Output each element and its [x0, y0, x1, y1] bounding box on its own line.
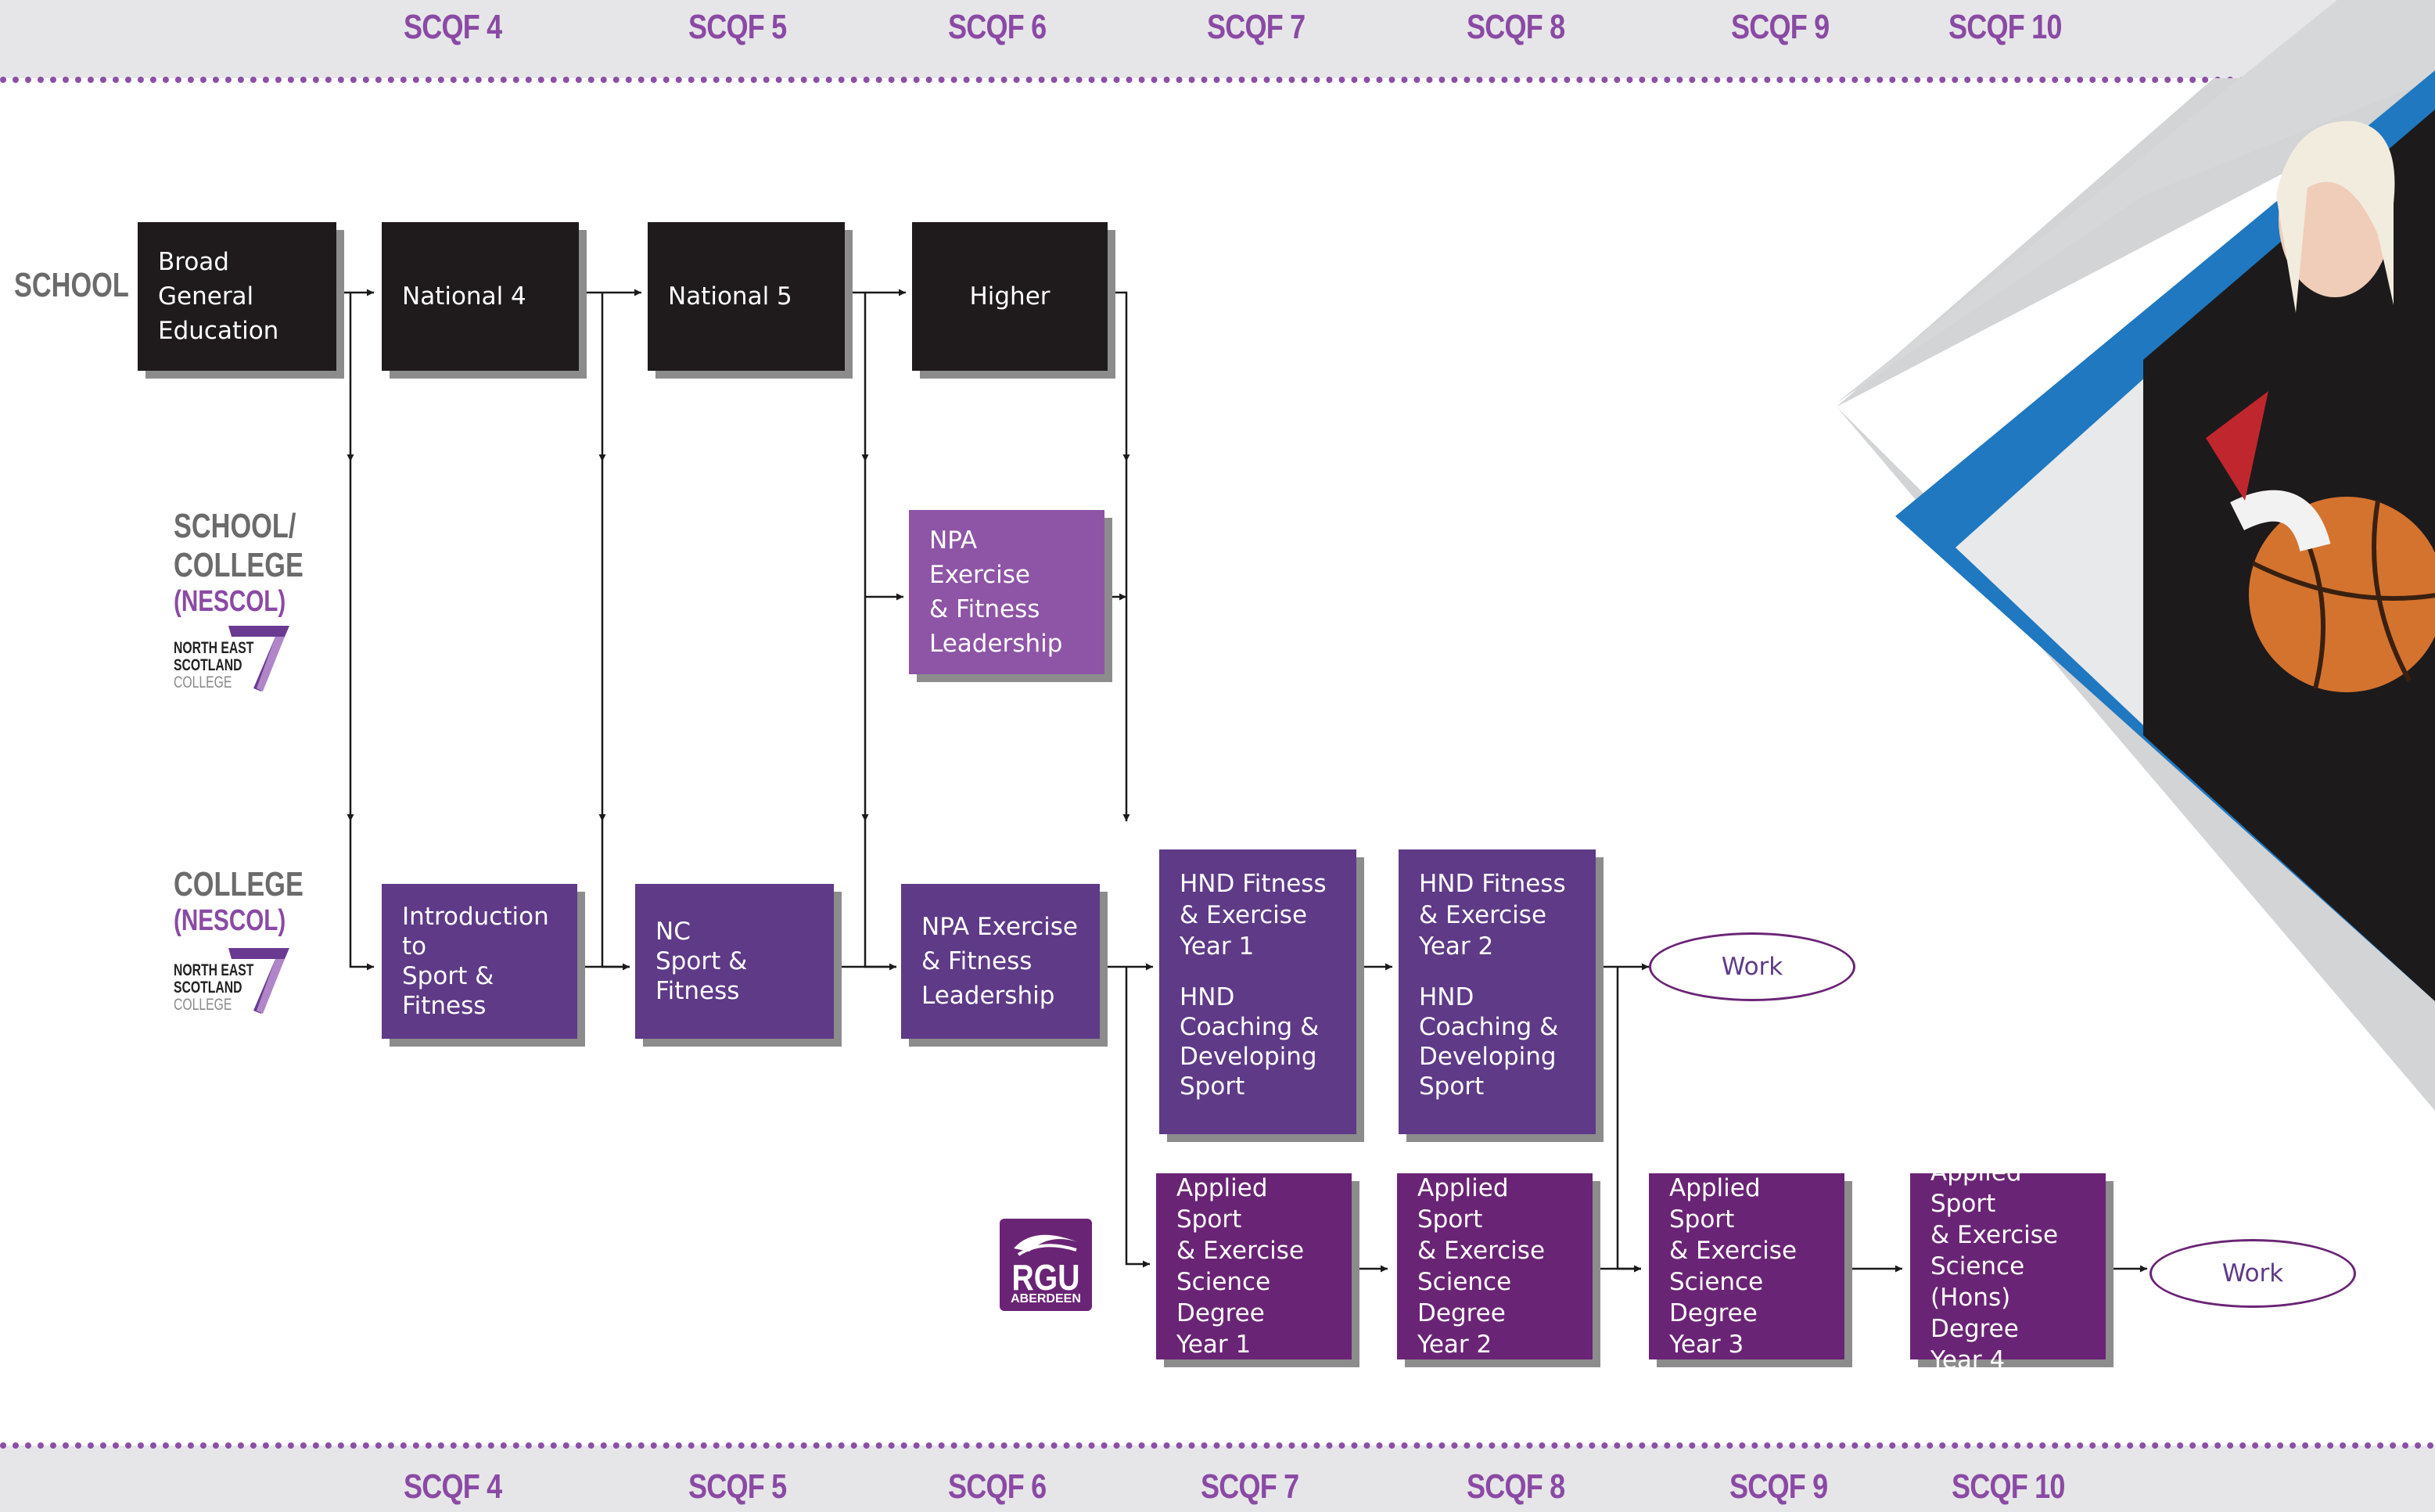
box-degree-year-2: Applied Sport & Exercise Science Degree …	[1397, 1173, 1593, 1359]
box-nc-sport-fitness: NC Sport & Fitness	[635, 884, 834, 1039]
row-label-college-line1: COLLEGE	[174, 865, 303, 903]
box-npa-exercise-fitness-college: NPA Exercise & Fitness Leadership	[901, 884, 1100, 1039]
hnd-fitness-year-2: HND Fitness & Exercise Year 2	[1419, 870, 1566, 961]
box-national-4: National 4	[382, 222, 579, 371]
box-hnd-year-1: HND Fitness & Exercise Year 1 HND Coachi…	[1159, 849, 1356, 1134]
scqf-label-top: SCQF 5	[688, 8, 787, 46]
box-npa-exercise-fitness-school: NPA Exercise & Fitness Leadership	[909, 510, 1104, 674]
scqf-label-bottom: SCQF 4	[404, 1467, 502, 1506]
scqf-header-band	[0, 0, 2435, 78]
nescol-logo-line2: SCOTLAND	[174, 979, 242, 997]
scqf-label-top: SCQF 7	[1207, 8, 1305, 46]
row-label-nescol: (NESCOL)	[174, 904, 286, 937]
box-broad-general-education: Broad General Education	[138, 222, 336, 371]
nescol-logo: NORTH EAST SCOTLAND COLLEGE	[174, 623, 291, 693]
nescol-logo-line1: NORTH EAST	[174, 639, 254, 657]
nescol-logo-line2: SCOTLAND	[174, 656, 242, 674]
row-label-nescol: (NESCOL)	[174, 585, 286, 618]
scqf-label-top: SCQF 9	[1731, 8, 1830, 46]
row-label-school-college: SCHOOL/ COLLEGE (NESCOL)	[174, 507, 303, 618]
box-hnd-year-2: HND Fitness & Exercise Year 2 HND Coachi…	[1399, 849, 1596, 1134]
scqf-label-bottom: SCQF 5	[688, 1467, 787, 1506]
nescol-logo-line1: NORTH EAST	[174, 961, 254, 979]
box-higher: Higher	[912, 222, 1108, 371]
scqf-label-bottom: SCQF 6	[948, 1467, 1047, 1506]
scqf-label-top: SCQF 8	[1467, 8, 1565, 46]
box-degree-year-1: Applied Sport & Exercise Science Degree …	[1156, 1173, 1352, 1359]
nescol-logo-line3: COLLEGE	[174, 673, 232, 691]
row-label-school: SCHOOL	[14, 266, 129, 304]
scqf-label-bottom: SCQF 9	[1729, 1467, 1828, 1506]
scqf-label-top: SCQF 6	[948, 8, 1047, 46]
rgu-logo-name: RGU	[1011, 1257, 1080, 1298]
nescol-logo: NORTH EAST SCOTLAND COLLEGE	[174, 945, 291, 1015]
box-intro-sport-fitness: Introduction to Sport & Fitness	[382, 884, 577, 1039]
box-degree-year-3: Applied Sport & Exercise Science Degree …	[1649, 1173, 1844, 1359]
spacer	[1419, 962, 1575, 982]
row-label-college: COLLEGE (NESCOL)	[174, 865, 303, 937]
dotted-divider-top	[0, 77, 2435, 83]
box-national-5: National 5	[648, 222, 845, 371]
row-label-school-college-line2: COLLEGE	[174, 546, 303, 584]
box-degree-year-4: Applied Sport & Exercise Science (Hons) …	[1910, 1158, 2106, 1374]
row-label-school-college-line1: SCHOOL/	[174, 507, 296, 545]
spacer	[1180, 962, 1336, 982]
nescol-chevron-icon	[228, 948, 289, 1014]
nescol-logo-line3: COLLEGE	[174, 996, 232, 1014]
dotted-divider-bottom	[0, 1442, 2435, 1449]
rgu-logo: RGU ABERDEEN	[1000, 1219, 1092, 1311]
outcome-work-degree: Work	[2149, 1239, 2356, 1308]
hnd-coaching-year-2: HND Coaching & Developing Sport	[1419, 983, 1559, 1101]
scqf-footer-band	[0, 1446, 2435, 1512]
outcome-work-hnd: Work	[1649, 932, 1855, 1001]
scqf-label-bottom: SCQF 8	[1467, 1467, 1565, 1506]
nescol-chevron-icon	[228, 626, 289, 691]
rgu-wave-icon	[1014, 1234, 1078, 1256]
hnd-coaching-year-1: HND Coaching & Developing Sport	[1180, 983, 1320, 1101]
hnd-fitness-year-1: HND Fitness & Exercise Year 1	[1180, 870, 1327, 961]
scqf-label-bottom: SCQF 7	[1201, 1467, 1299, 1506]
scqf-label-bottom: SCQF 10	[1952, 1467, 2065, 1506]
scqf-label-top: SCQF 4	[404, 8, 502, 46]
scqf-label-top: SCQF 10	[1948, 8, 2062, 46]
rgu-logo-sub: ABERDEEN	[1011, 1292, 1081, 1305]
